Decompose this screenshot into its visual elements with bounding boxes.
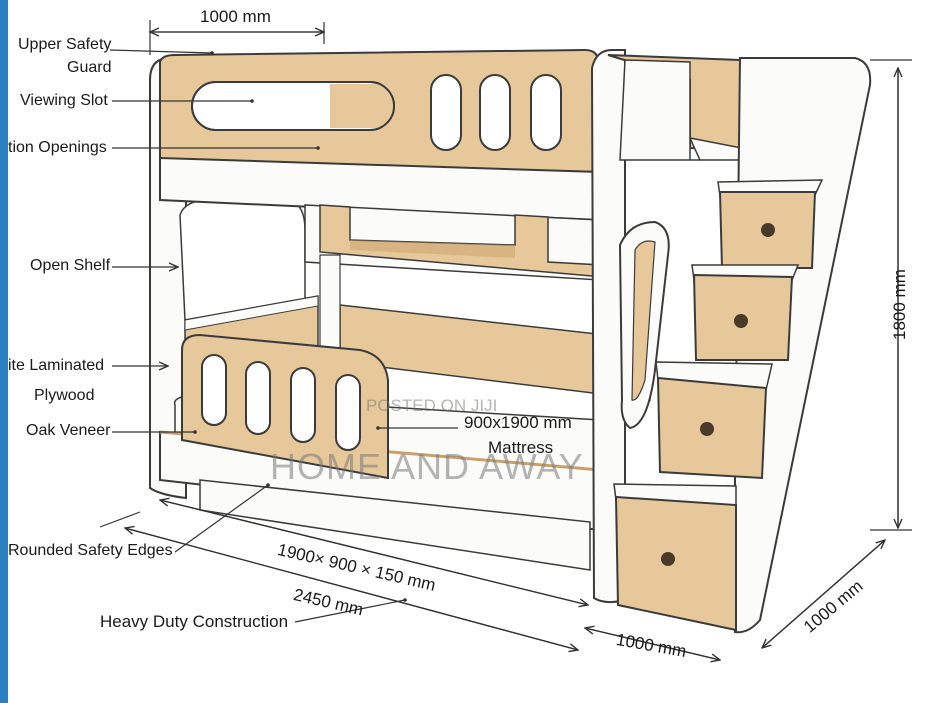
label-heavy-duty-construction: Heavy Duty Construction <box>100 612 289 631</box>
vent-opening-upper-2 <box>479 74 511 151</box>
drawer-knob-1 <box>761 223 775 237</box>
label-open-shelf: Open Shelf <box>30 257 111 274</box>
left-edge-strip <box>0 0 8 703</box>
label-viewing-slot: Viewing Slot <box>20 92 108 109</box>
callout-heavy-duty <box>294 599 406 623</box>
watermark-store: HOME AND AWAY <box>270 446 584 487</box>
callout-rounded-edges <box>174 484 269 553</box>
label-ventilation-openings: tion Openings <box>8 139 107 156</box>
drawer-knob-2 <box>734 314 748 328</box>
label-upper-safety-guard-1: Upper Safety <box>18 36 112 53</box>
lower-drawer-base <box>199 479 591 571</box>
label-rounded-safety-edges: Rounded Safety Edges <box>8 542 173 559</box>
vent-opening-lower-2 <box>245 361 271 435</box>
stair-drawer-4 <box>614 495 737 632</box>
callout-upper-guard <box>109 49 213 54</box>
vent-opening-lower-4 <box>335 374 361 451</box>
vent-opening-lower-1 <box>201 354 227 426</box>
drawer-knob-3 <box>700 422 714 436</box>
vent-opening-upper-1 <box>430 74 462 151</box>
label-upper-safety-guard-2: Guard <box>67 59 112 76</box>
label-laminated-1: ite Laminated <box>8 357 105 374</box>
vent-opening-lower-3 <box>290 367 316 443</box>
drawer-knob-4 <box>661 552 675 566</box>
dim-height: 1800 mm <box>890 269 909 340</box>
label-mattress: Mattress <box>488 438 554 457</box>
label-laminated-2: Plywood <box>34 387 95 404</box>
label-mattress-size: 900x1900 mm <box>464 413 572 432</box>
watermark-posted: POSTED ON JIJI <box>366 396 498 415</box>
dim-top-width: 1000 mm <box>200 7 271 26</box>
vent-opening-upper-3 <box>530 74 562 151</box>
label-oak-veneer: Oak Veneer <box>26 422 111 439</box>
